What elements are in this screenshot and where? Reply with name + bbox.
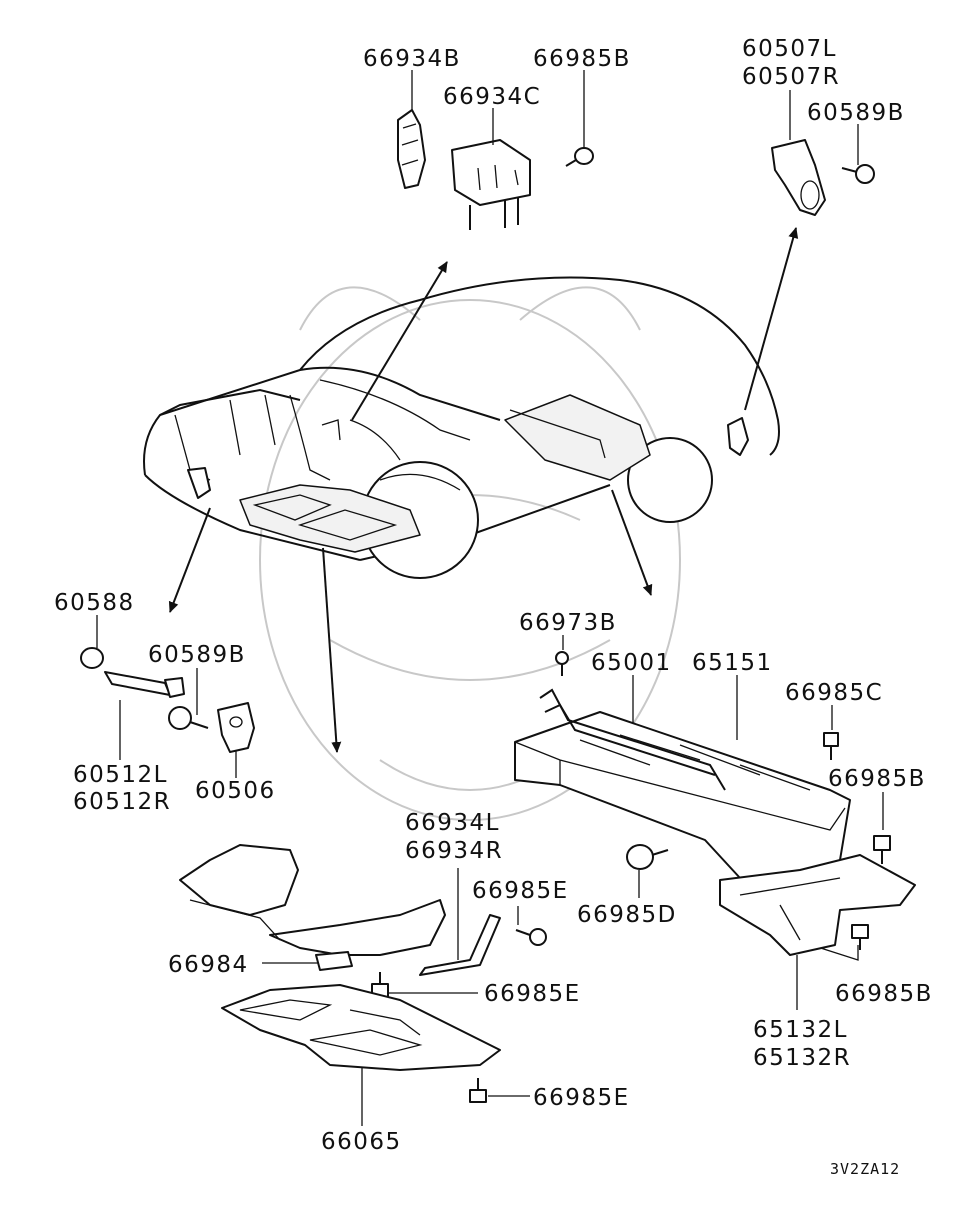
tank-strap-65151 bbox=[539, 688, 726, 791]
label-66973b: 66973B bbox=[519, 610, 617, 636]
label-60589b-top: 60589B bbox=[807, 100, 905, 126]
part-number-labels: 66934B 66985B 60507L 60507R 66934C 60589… bbox=[54, 36, 933, 1178]
diagram-code: 3V2ZA12 bbox=[830, 1160, 900, 1178]
label-60506: 60506 bbox=[195, 778, 276, 804]
bolt-66985d bbox=[626, 844, 669, 870]
label-66985c: 66985C bbox=[785, 680, 883, 706]
label-60512r: 60512R bbox=[73, 789, 171, 815]
label-65001: 65001 bbox=[591, 650, 672, 676]
label-66934l: 66934L bbox=[405, 810, 500, 836]
bracket-60507 bbox=[771, 139, 826, 216]
label-66985d: 66985D bbox=[577, 902, 677, 928]
label-66934c: 66934C bbox=[443, 84, 541, 110]
bolt-66985b-low bbox=[851, 924, 869, 950]
label-66065: 66065 bbox=[321, 1129, 402, 1155]
bolt-66985b-top bbox=[565, 147, 594, 167]
label-60588: 60588 bbox=[54, 590, 135, 616]
floor-insulator-66984 bbox=[179, 844, 446, 956]
label-66985e-a: 66985E bbox=[472, 878, 569, 904]
label-66985e-b: 66985E bbox=[484, 981, 581, 1007]
bracket-66934b bbox=[397, 109, 426, 189]
bolt-66985e-c bbox=[469, 1078, 487, 1103]
leader-lines bbox=[96, 70, 884, 1126]
label-66984: 66984 bbox=[168, 952, 249, 978]
fuel-tank-65001 bbox=[514, 711, 851, 881]
floor-cover-66065 bbox=[221, 984, 501, 1071]
label-60507r: 60507R bbox=[742, 64, 840, 90]
label-66934b: 66934B bbox=[363, 46, 461, 72]
bracket-66934lr bbox=[419, 914, 501, 976]
label-66985b-low: 66985B bbox=[835, 981, 933, 1007]
bolt-66985e-a bbox=[515, 928, 547, 946]
bolt-66985b-mid bbox=[873, 835, 891, 864]
label-65151: 65151 bbox=[692, 650, 773, 676]
bracket-60506 bbox=[217, 702, 255, 753]
clip-66984 bbox=[315, 951, 353, 971]
label-66985e-c: 66985E bbox=[533, 1085, 630, 1111]
heat-protector-65132 bbox=[719, 854, 916, 956]
label-60512l: 60512L bbox=[73, 762, 168, 788]
label-65132l: 65132L bbox=[753, 1017, 848, 1043]
bolt-66973b bbox=[555, 651, 569, 676]
label-60589b-left: 60589B bbox=[148, 642, 246, 668]
nut-60588 bbox=[80, 647, 104, 669]
callout-arrows bbox=[168, 227, 799, 753]
bolt-66985c bbox=[823, 732, 839, 760]
label-66985b-mid: 66985B bbox=[828, 766, 926, 792]
bracket-66934c bbox=[451, 139, 531, 230]
label-60507l: 60507L bbox=[742, 36, 837, 62]
label-65132r: 65132R bbox=[753, 1045, 851, 1071]
label-66934r: 66934R bbox=[405, 838, 503, 864]
label-66985b-top: 66985B bbox=[533, 46, 631, 72]
bracket-60512 bbox=[104, 671, 185, 698]
bolt-60589b-top bbox=[841, 164, 875, 184]
bolt-60589b-left bbox=[168, 706, 209, 730]
vehicle-body-illustration bbox=[143, 276, 780, 579]
